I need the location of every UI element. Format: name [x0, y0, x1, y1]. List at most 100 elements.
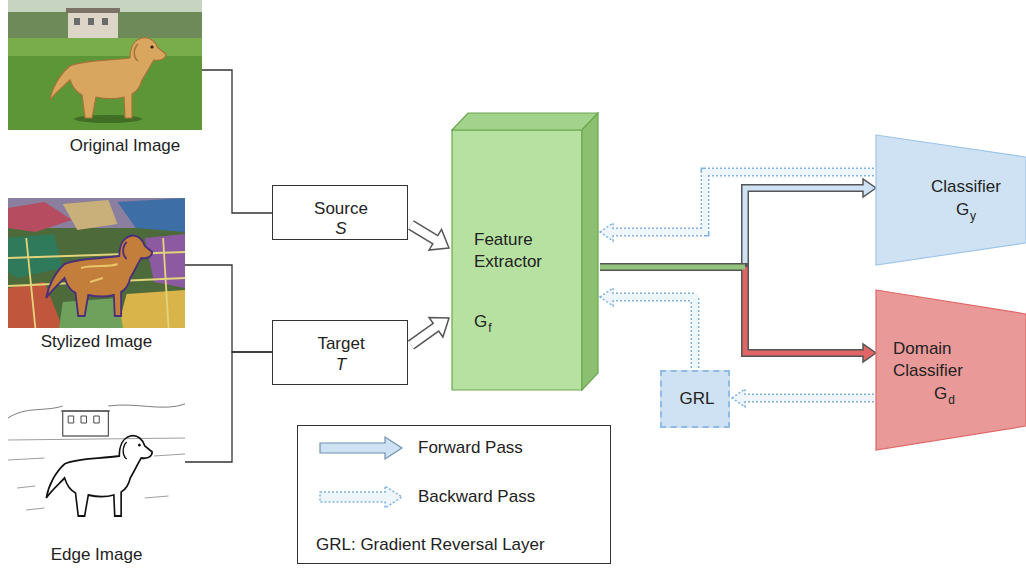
window [74, 18, 80, 25]
node-label: GRL [680, 389, 715, 408]
classifier-block-shape [876, 135, 1026, 265]
connector-wire [185, 352, 272, 462]
text-line: Gd [934, 383, 994, 406]
grass [8, 38, 202, 130]
image-panel: Stylized Image [8, 198, 185, 354]
text-line: Classifier [916, 176, 1016, 198]
dog-ear [123, 442, 126, 459]
classifier-block: ClassifierGy [876, 135, 1026, 265]
node-label: Original Image [70, 136, 181, 155]
connector-fill [411, 326, 438, 345]
legend-box [298, 426, 611, 564]
subscript: f [488, 321, 491, 335]
dog-outline [46, 436, 152, 516]
dog-ear [134, 44, 138, 61]
shape-face [452, 130, 582, 390]
text-line: Feature Extractor [474, 229, 574, 273]
note-text: GRL: Gradient Reversal Layer [316, 535, 545, 554]
connector-outline [613, 172, 874, 232]
backward-arrow [732, 389, 874, 407]
text-line: GRL [662, 388, 732, 410]
note-label: GRL: Gradient Reversal Layer [316, 534, 545, 556]
color-patch [117, 290, 185, 328]
color-patch [63, 200, 118, 230]
connector-fill [411, 225, 437, 241]
paper [8, 398, 185, 528]
grass-far [8, 38, 202, 56]
forward-arrow [600, 267, 876, 362]
text-line: Source [273, 198, 409, 220]
connector-wire [185, 265, 272, 352]
node-label: S [335, 219, 346, 238]
shape-face [452, 113, 598, 130]
node-label: Classifier [931, 177, 1001, 196]
node-label: Source [314, 199, 368, 218]
input-arrow [411, 317, 449, 345]
image-panel: Original Image [8, 0, 202, 158]
connector-outline [600, 188, 863, 267]
connector-fill [611, 297, 695, 368]
forward-arrow [600, 179, 876, 267]
dog-ear [123, 242, 126, 259]
building [68, 13, 118, 38]
connector-trunk [600, 265, 745, 270]
dog-eye [138, 444, 141, 447]
subscript: y [970, 209, 976, 223]
shape-face [582, 113, 598, 390]
photo-original [8, 0, 202, 130]
domain-classifier-block: Domain ClassifierGd [876, 290, 1026, 450]
text-line: Gy [916, 199, 1016, 222]
dog-highlight [81, 264, 117, 282]
connector-trunk [600, 265, 745, 270]
building-detail [61, 411, 110, 423]
backward-arrow [600, 288, 695, 368]
feature-extractor: Feature ExtractorGf [452, 113, 598, 390]
node-label: G [934, 384, 947, 403]
text-line: Stylized Image [8, 331, 185, 353]
domain-box: SourceS [272, 185, 408, 240]
node-label: Edge Image [51, 545, 143, 564]
text-line: T [273, 354, 409, 376]
text-line: Original Image [28, 135, 222, 157]
node-label: Feature Extractor [474, 230, 542, 271]
text-line: Gf [474, 311, 574, 334]
sky [8, 0, 202, 12]
color-patch [8, 202, 72, 232]
grl-box: GRL [660, 370, 730, 428]
connector-outline [600, 267, 863, 353]
connector-outline [185, 352, 272, 462]
connector-outline [202, 70, 272, 213]
subscript: d [948, 393, 955, 407]
shape-face [876, 290, 1026, 450]
feature-extractor-shape [452, 113, 598, 390]
shape-face [876, 135, 1026, 265]
dog-eye [150, 45, 153, 48]
legend-text: Backward Pass [418, 487, 535, 506]
text-line: Edge Image [8, 544, 185, 566]
connector-wire [202, 70, 272, 213]
tree-band [8, 0, 202, 42]
node-label: Domain Classifier [893, 339, 963, 380]
text-line: S [273, 218, 409, 240]
connector-fill [745, 188, 865, 267]
legend-text: Forward Pass [418, 438, 523, 457]
grass-edges [8, 438, 185, 510]
node-label: G [956, 200, 969, 219]
input-arrow [411, 225, 449, 250]
connector-fill [611, 172, 874, 232]
dog [46, 236, 152, 316]
image-panel: Edge Image [8, 398, 185, 568]
connector-outline [613, 297, 695, 368]
backward-arrow-sample [320, 486, 402, 508]
roof [66, 8, 120, 13]
dog [50, 38, 166, 118]
text-line: Target [273, 333, 409, 355]
domain-box: TargetT [272, 320, 408, 385]
forward-arrow-sample [320, 437, 402, 459]
connector-fill [743, 395, 874, 401]
photo-edges [8, 398, 185, 528]
legend-entry: Backward Pass [418, 486, 535, 508]
ground [8, 198, 185, 328]
window [102, 18, 108, 25]
